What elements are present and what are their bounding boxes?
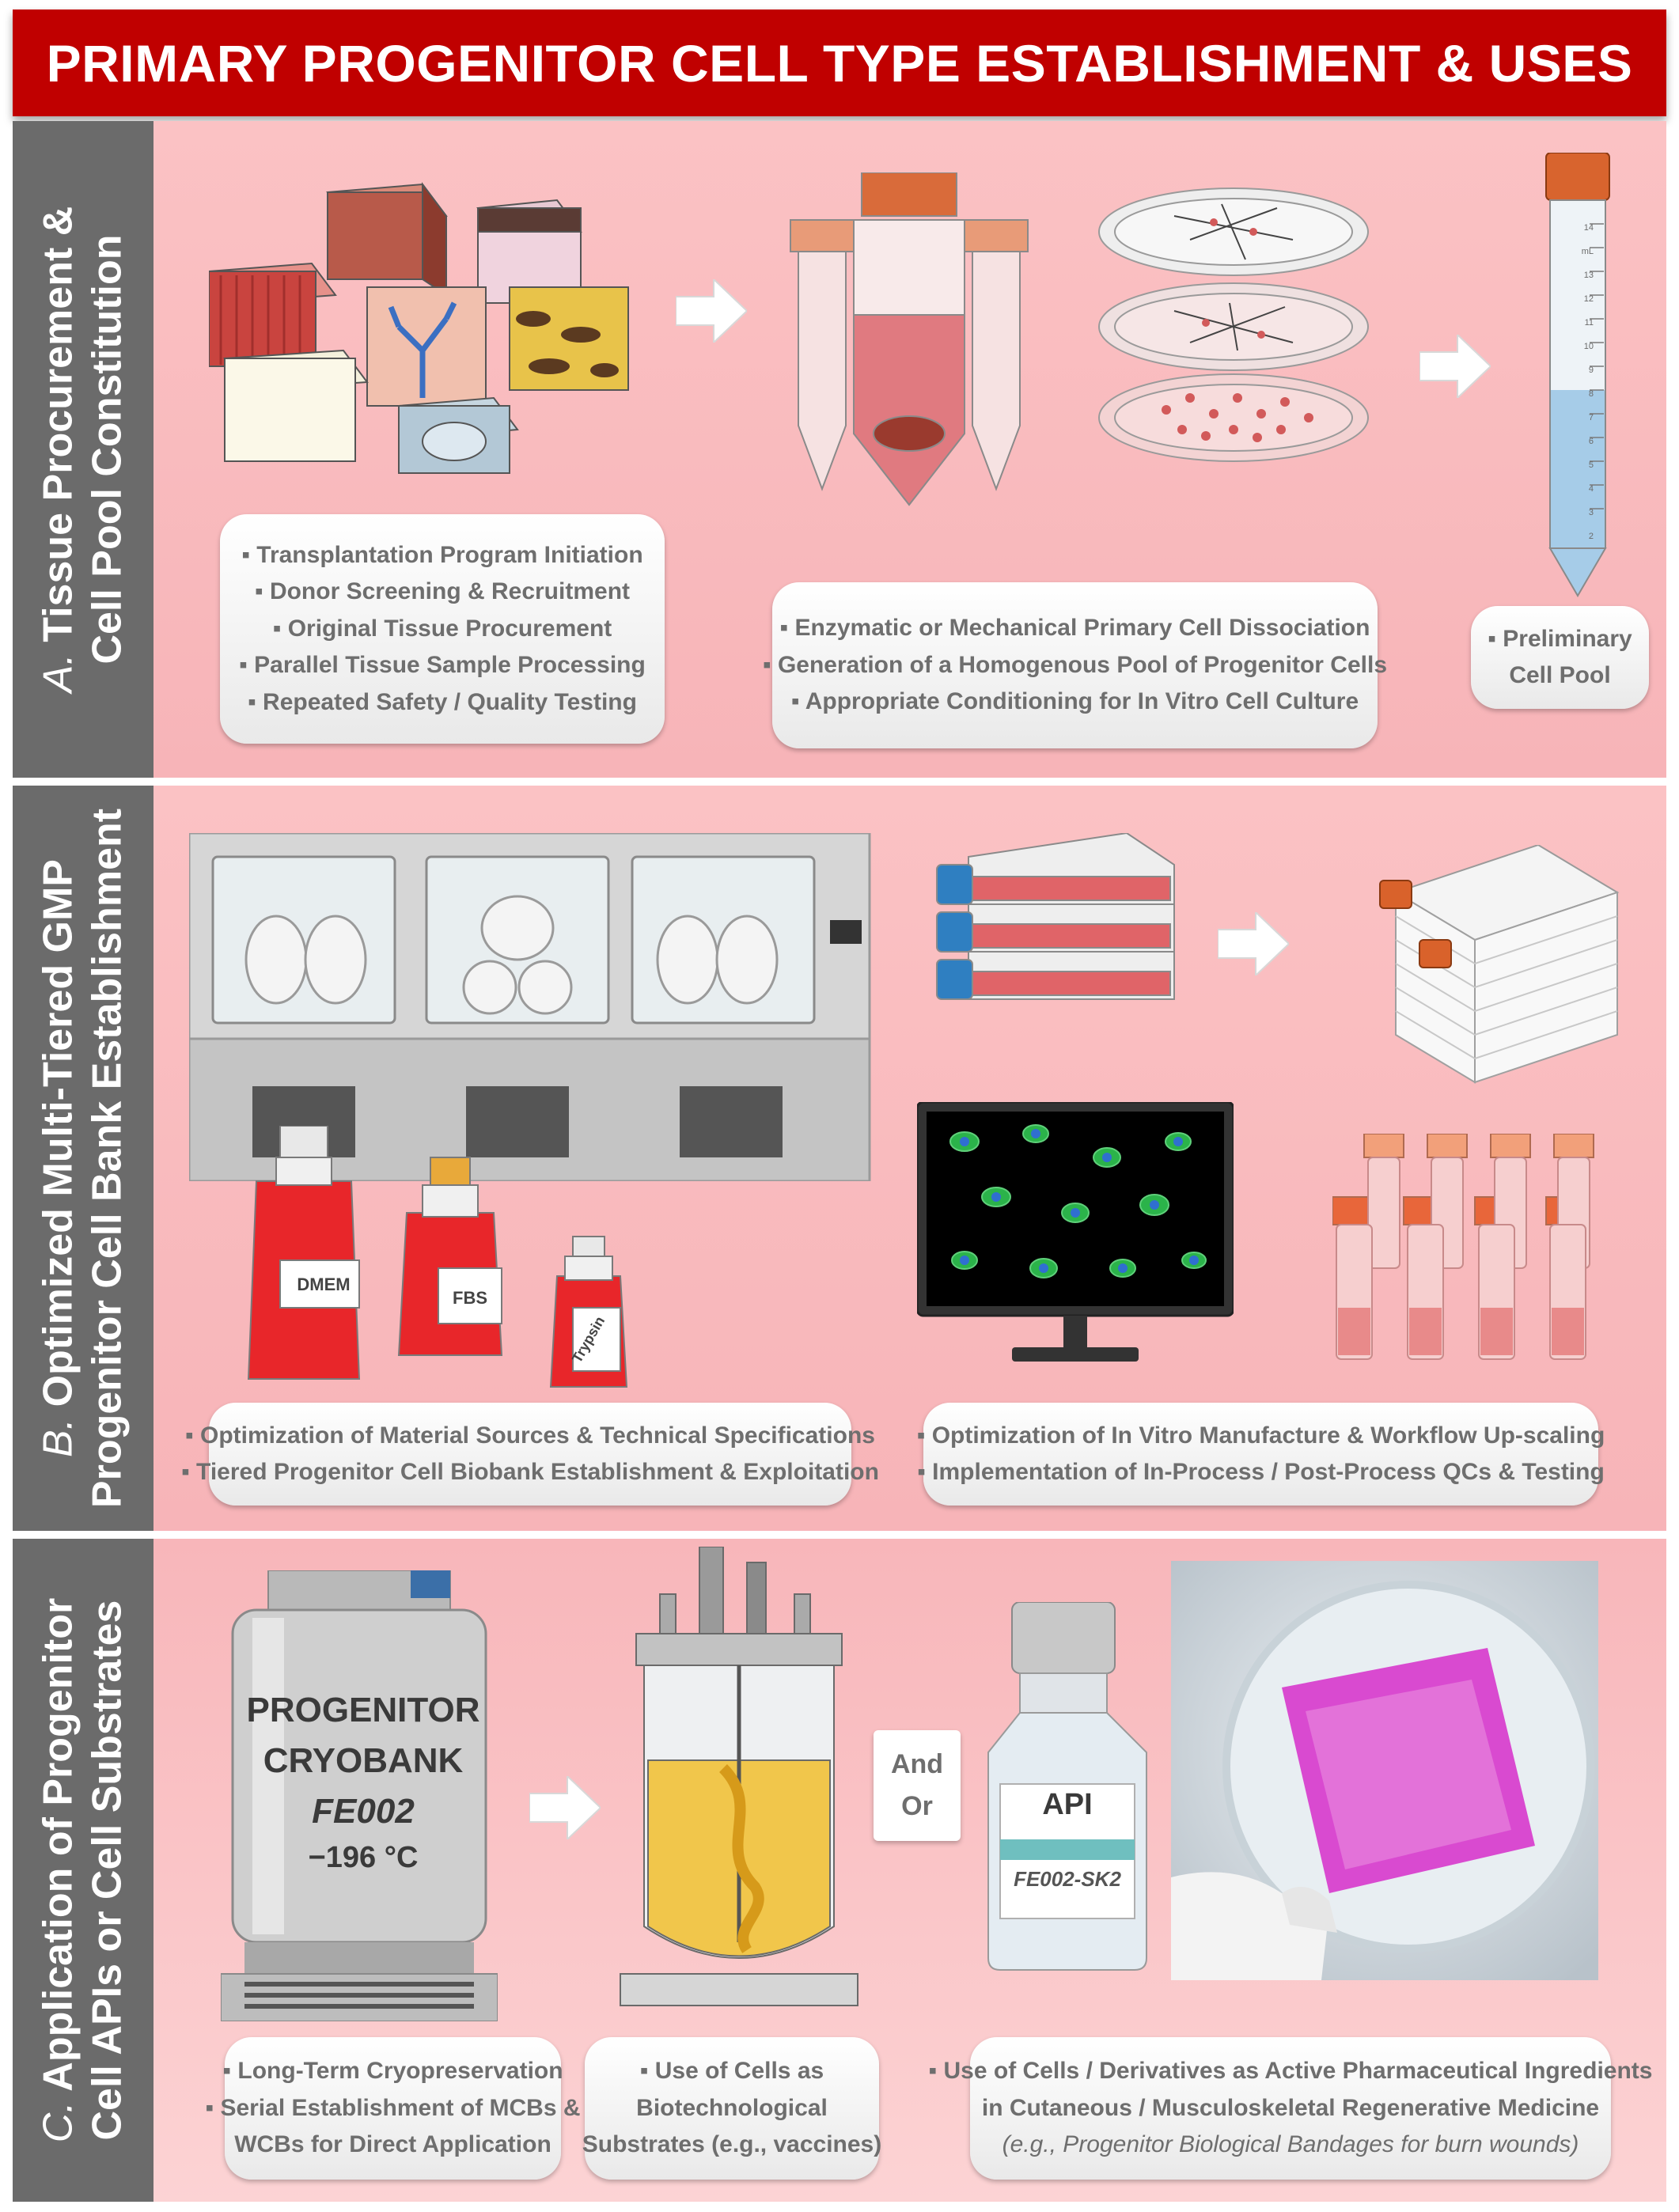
tube-scale-label: 11 — [1584, 318, 1594, 328]
api-vial-code: FE002-SK2 — [1014, 1867, 1121, 1891]
tube-scale-label: 4 — [1588, 484, 1594, 494]
cryobank-line2: CRYOBANK — [263, 1740, 464, 1780]
section-a-title-line1: Tissue Procurement & — [35, 206, 81, 642]
box-line: ▪ Repeated Safety / Quality Testing — [248, 688, 637, 715]
isolator-cabinet-illustration — [189, 833, 871, 1181]
box-note: (e.g., Progenitor Biological Bandages fo… — [1002, 2131, 1579, 2158]
box-line: ▪ Appropriate Conditioning for In Vitro … — [790, 688, 1359, 715]
box-line: ▪ Use of Cells as — [639, 2058, 824, 2085]
dissociation-tubes-illustration — [790, 172, 1029, 506]
tube-scale-label: 5 — [1588, 460, 1594, 470]
section-b-title-line2: Progenitor Cell Bank Establishment — [85, 808, 131, 1509]
section-b-box-materials: ▪ Optimization of Material Sources & Tec… — [181, 1403, 879, 1506]
cryovials-illustration — [1332, 1134, 1594, 1360]
cryobank-label: PROGENITOR CRYOBANK FE002 −196 °C — [237, 1685, 490, 1880]
section-a: A. Tissue Procurement & Cell Pool Consti… — [13, 121, 1666, 778]
cryobank-line1: PROGENITOR — [246, 1691, 480, 1729]
tube-scale: 14 mL 13 12 11 10 9 8 7 6 5 4 3 2 — [1570, 216, 1594, 548]
tube-scale-label: 9 — [1588, 366, 1594, 375]
section-c-label: C. Application of Progenitor Cell APIs o… — [13, 1539, 153, 2202]
tissue-blocks-illustration — [209, 182, 629, 474]
box-line: WCBs for Direct Application — [234, 2131, 551, 2158]
box-line: ▪ Optimization of Material Sources & Tec… — [185, 1422, 875, 1449]
api-vial-name: API — [1042, 1788, 1093, 1821]
box-line: in Cutaneous / Musculoskeletal Regenerat… — [981, 2094, 1600, 2121]
section-b-prefix: B. — [35, 1418, 81, 1457]
box-line: ▪ Preliminary — [1488, 625, 1632, 652]
section-a-box-dissociation: ▪ Enzymatic or Mechanical Primary Cell D… — [763, 582, 1387, 748]
or-text: Or — [901, 1791, 933, 1821]
and-text: And — [890, 1749, 944, 1780]
box-line: ▪ Serial Establishment of MCBs & — [205, 2094, 581, 2121]
api-vial-illustration — [987, 1602, 1147, 1971]
falcon-tube-illustration — [1545, 153, 1610, 597]
section-a-box-cell-pool: ▪ Preliminary Cell Pool — [1471, 606, 1649, 709]
tube-scale-label: 6 — [1588, 437, 1594, 446]
section-a-title-line2: Cell Pool Constitution — [85, 234, 131, 665]
media-bottles-illustration — [247, 1126, 628, 1388]
cryobank-code: FE002 — [312, 1791, 415, 1831]
section-c-box-cryopreservation: ▪ Long-Term Cryopreservation ▪ Serial Es… — [205, 2037, 581, 2180]
tube-scale-label: 14 mL — [1581, 223, 1594, 256]
box-line: ▪ Implementation of In-Process / Post-Pr… — [917, 1459, 1605, 1485]
section-c-prefix: C. — [35, 2101, 81, 2143]
section-b-box-manufacture: ▪ Optimization of In Vitro Manufacture &… — [917, 1403, 1605, 1506]
box-line: ▪ Transplantation Program Initiation — [241, 541, 643, 568]
section-c-box-substrates: ▪ Use of Cells as Biotechnological Subst… — [582, 2037, 882, 2180]
arrow-right-icon — [1419, 335, 1491, 398]
title-bar: PRIMARY PROGENITOR CELL TYPE ESTABLISHME… — [13, 9, 1666, 116]
box-line: ▪ Optimization of In Vitro Manufacture &… — [916, 1422, 1605, 1449]
cryobank-tank-illustration — [221, 1570, 498, 2021]
section-c-panel: PROGENITOR CRYOBANK FE002 −196 °C And — [153, 1539, 1666, 2202]
tube-scale-label: 2 — [1588, 532, 1594, 541]
box-line: ▪ Original Tissue Procurement — [272, 615, 612, 642]
cell-factory-illustration — [1379, 845, 1620, 1084]
box-line: ▪ Donor Screening & Recruitment — [254, 578, 631, 605]
box-line: ▪ Parallel Tissue Sample Processing — [239, 652, 646, 679]
bioreactor-illustration — [620, 1547, 858, 2006]
tube-scale-label: 3 — [1588, 508, 1594, 517]
tube-scale-label: 12 — [1583, 294, 1594, 304]
section-b-panel: DMEM FBS Trypsin — [153, 786, 1666, 1531]
section-c-title-line1: Application of Progenitor — [35, 1597, 81, 2092]
tube-scale-label: 13 — [1583, 271, 1594, 280]
section-b: B. Optimized Multi-Tiered GMP Progenitor… — [13, 786, 1666, 1531]
cryobank-temp: −196 °C — [308, 1841, 419, 1875]
section-a-label: A. Tissue Procurement & Cell Pool Consti… — [13, 121, 153, 778]
section-b-label: B. Optimized Multi-Tiered GMP Progenitor… — [13, 786, 153, 1531]
box-line: ▪ Enzymatic or Mechanical Primary Cell D… — [779, 615, 1370, 642]
bottle-label-dmem: DMEM — [297, 1275, 351, 1294]
culture-flasks-illustration — [936, 833, 1175, 1000]
box-line: ▪ Generation of a Homogenous Pool of Pro… — [762, 651, 1388, 678]
box-line: Substrates (e.g., vaccines) — [582, 2131, 882, 2158]
box-line: ▪ Long-Term Cryopreservation — [222, 2058, 563, 2085]
tube-scale-label: 10 — [1583, 342, 1594, 351]
arrow-right-icon — [1218, 912, 1289, 975]
section-c-box-api: ▪ Use of Cells / Derivatives as Active P… — [929, 2037, 1652, 2180]
tube-scale-label: 8 — [1588, 389, 1594, 399]
section-a-panel: 14 mL 13 12 11 10 9 8 7 6 5 4 3 2 ▪ Tran… — [153, 121, 1666, 778]
section-a-box-procurement: ▪ Transplantation Program Initiation ▪ D… — [220, 514, 665, 744]
tube-scale-label: 7 — [1588, 413, 1594, 422]
box-line: ▪ Use of Cells / Derivatives as Active P… — [928, 2058, 1653, 2085]
bottle-label-fbs: FBS — [453, 1288, 487, 1308]
arrow-right-icon — [676, 279, 747, 343]
section-c: C. Application of Progenitor Cell APIs o… — [13, 1539, 1666, 2202]
box-line: Biotechnological — [636, 2094, 828, 2121]
box-line: Cell Pool — [1509, 662, 1611, 688]
microscopy-monitor-illustration — [917, 1102, 1234, 1362]
and-or-label: And Or — [874, 1730, 961, 1841]
section-a-prefix: A. — [35, 653, 81, 693]
bandage-photo — [1171, 1561, 1598, 1980]
box-line: ▪ Tiered Progenitor Cell Biobank Establi… — [181, 1459, 879, 1485]
page-title: PRIMARY PROGENITOR CELL TYPE ESTABLISHME… — [46, 33, 1633, 93]
arrow-right-icon — [529, 1776, 601, 1839]
petri-dishes-illustration — [1098, 187, 1369, 462]
section-b-title-line1: Optimized Multi-Tiered GMP — [35, 859, 81, 1407]
section-c-title-line2: Cell APIs or Cell Substrates — [85, 1600, 131, 2141]
